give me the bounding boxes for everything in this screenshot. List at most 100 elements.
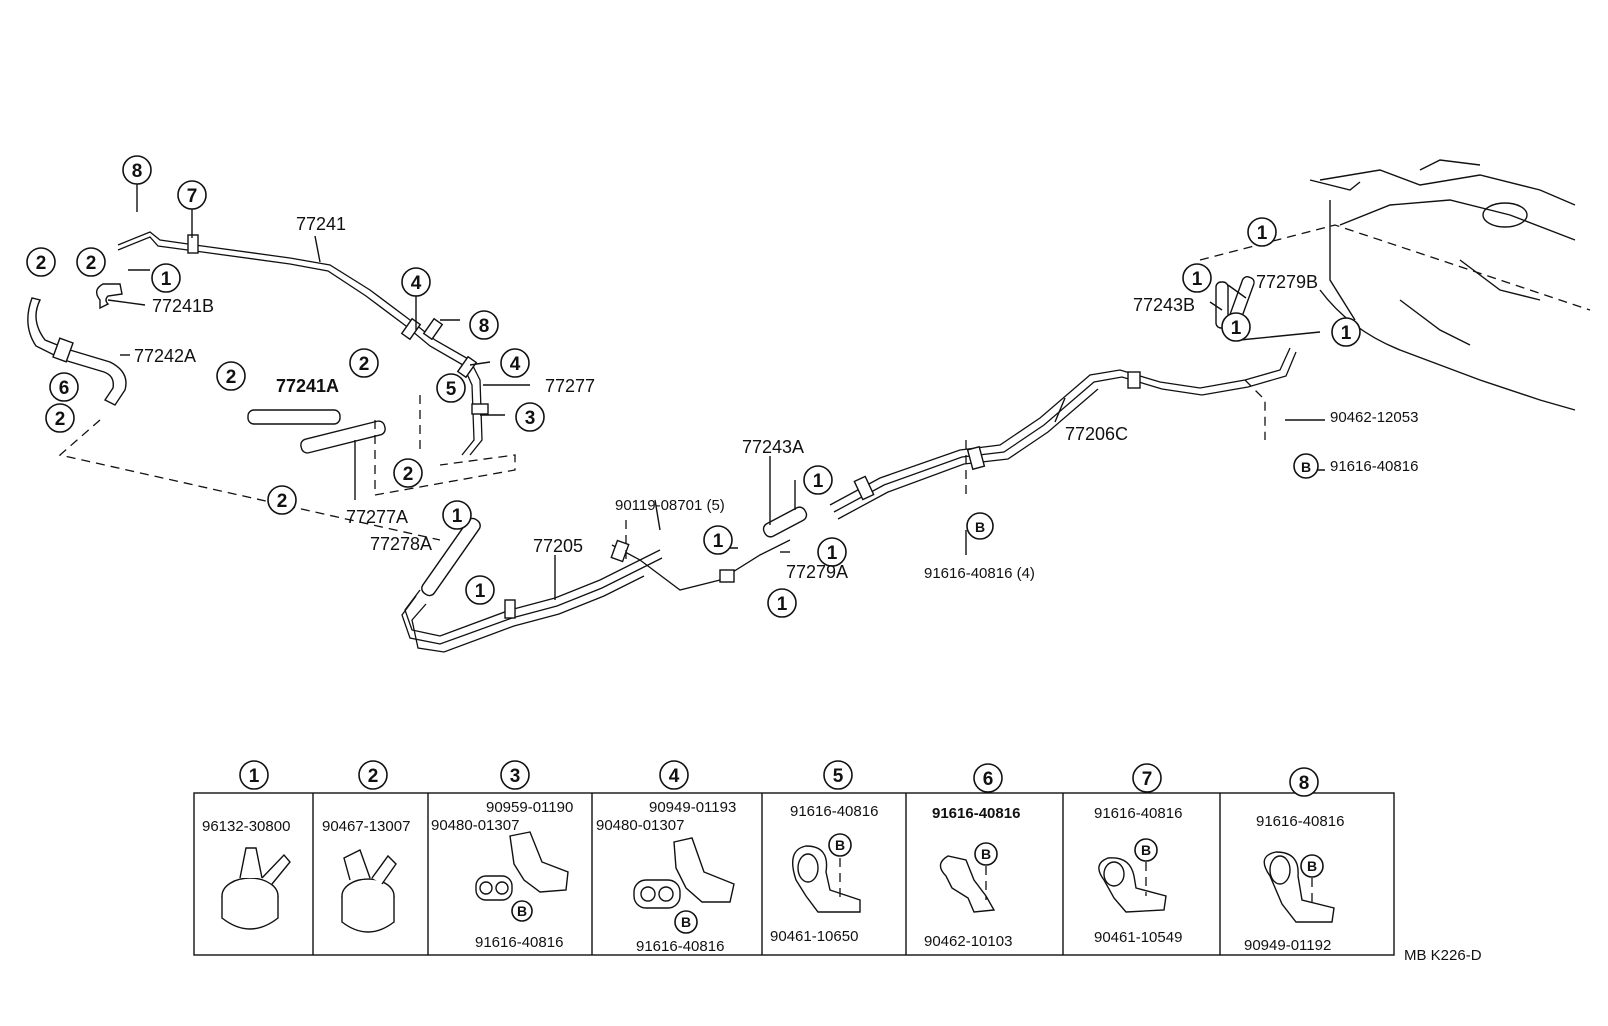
svg-text:5: 5 xyxy=(833,766,844,787)
label-77242a: 77242A xyxy=(134,346,196,366)
callout-1-k: 1 xyxy=(1331,317,1361,347)
svg-text:8: 8 xyxy=(132,161,143,182)
cell1-part: 96132-30800 xyxy=(202,818,290,835)
label-77205: 77205 xyxy=(533,536,583,556)
clamp-bracket-icon: B xyxy=(792,833,861,913)
svg-text:2: 2 xyxy=(55,409,66,430)
table-callout-8: 8 xyxy=(1289,767,1319,797)
svg-text:1: 1 xyxy=(452,506,463,527)
callout-7-top: 7 xyxy=(177,180,207,210)
svg-text:5: 5 xyxy=(446,379,457,400)
callout-2-e: 2 xyxy=(349,348,379,378)
svg-text:4: 4 xyxy=(411,273,422,294)
table-callout-2: 2 xyxy=(358,760,388,790)
cell8-part-b: 90949-01192 xyxy=(1244,937,1331,954)
svg-text:B: B xyxy=(517,903,527,919)
svg-text:1: 1 xyxy=(1192,269,1203,290)
label-77278a: 77278A xyxy=(370,534,432,554)
callout-1-c: 1 xyxy=(465,575,495,605)
svg-text:4: 4 xyxy=(669,766,680,787)
svg-text:B: B xyxy=(681,914,691,930)
callout-2-a: 2 xyxy=(26,247,56,277)
label-77241a: 77241A xyxy=(276,376,339,396)
svg-text:B: B xyxy=(975,519,985,535)
callout-b-right: B xyxy=(1293,453,1319,479)
svg-text:1: 1 xyxy=(1341,323,1352,344)
callout-1-a: 1 xyxy=(151,263,181,293)
label-77279a: 77279A xyxy=(786,562,848,582)
clamp-cushion-icon: B xyxy=(475,831,569,922)
hose-band-clip-icon xyxy=(341,849,397,933)
cell4-part-b: 90480-01307 xyxy=(596,817,684,834)
svg-text:B: B xyxy=(1301,459,1311,475)
svg-text:2: 2 xyxy=(86,253,97,274)
callout-1-j: 1 xyxy=(1221,312,1251,342)
callout-6: 6 xyxy=(49,372,79,402)
diagram-part-labels: 77241 77241B 77242A 77241A 77277 77277A … xyxy=(134,214,1418,582)
svg-text:B: B xyxy=(1141,842,1151,858)
svg-text:6: 6 xyxy=(59,378,70,399)
svg-text:2: 2 xyxy=(368,766,379,787)
callout-1-f: 1 xyxy=(817,537,847,567)
cell6-part-b: 90462-10103 xyxy=(924,933,1012,950)
callout-8-top: 8 xyxy=(122,155,152,185)
svg-text:2: 2 xyxy=(36,253,47,274)
label-77243b: 77243B xyxy=(1133,295,1195,315)
table-callout-7: 7 xyxy=(1132,763,1162,793)
svg-text:1: 1 xyxy=(475,581,486,602)
svg-text:7: 7 xyxy=(187,186,198,207)
callout-1-h: 1 xyxy=(1247,217,1277,247)
label-77241: 77241 xyxy=(296,214,346,234)
cell8-part-a: 91616-40816 xyxy=(1256,813,1344,830)
label-91616-40816: 91616-40816 xyxy=(1330,458,1418,475)
cell3-part-c: 91616-40816 xyxy=(475,934,563,951)
svg-text:8: 8 xyxy=(479,316,490,337)
callout-2-g: 2 xyxy=(393,458,423,488)
callout-2-d: 2 xyxy=(216,361,246,391)
label-77243a: 77243A xyxy=(742,437,804,457)
callout-5: 5 xyxy=(436,373,466,403)
svg-text:B: B xyxy=(835,837,845,853)
svg-text:1: 1 xyxy=(827,543,838,564)
diagram-callouts: 8 7 2 2 1 6 2 2 2 2 2 4 8 4 5 3 1 1 1 1 … xyxy=(26,155,1361,618)
svg-text:1: 1 xyxy=(161,269,172,290)
callout-b-mid: B xyxy=(966,512,994,540)
svg-text:1: 1 xyxy=(813,471,824,492)
parts-table: 1 2 3 4 5 6 7 8 96132-30800 90467-13007 … xyxy=(193,760,1395,956)
label-77279b: 77279B xyxy=(1256,272,1318,292)
left-hoses xyxy=(27,276,1255,597)
label-90119-08701: 90119-08701 (5) xyxy=(615,497,725,514)
cell3-part-a: 90959-01190 xyxy=(486,799,573,816)
callout-1-d: 1 xyxy=(703,525,733,555)
table-callout-1: 1 xyxy=(239,760,269,790)
label-77277a: 77277A xyxy=(346,507,408,527)
callout-2-b: 2 xyxy=(76,247,106,277)
cell7-part-a: 91616-40816 xyxy=(1094,805,1182,822)
label-91616-40816-x4: 91616-40816 (4) xyxy=(924,565,1035,582)
svg-text:6: 6 xyxy=(983,769,994,790)
callout-4-b: 4 xyxy=(500,348,530,378)
callout-8-b: 8 xyxy=(469,310,499,340)
clamp-cushion-icon: B xyxy=(633,837,735,934)
svg-text:8: 8 xyxy=(1299,773,1310,794)
cell4-part-c: 91616-40816 xyxy=(636,938,724,955)
callout-1-i: 1 xyxy=(1182,263,1212,293)
dashed-leaders xyxy=(58,224,1591,560)
svg-text:1: 1 xyxy=(777,594,788,615)
svg-text:2: 2 xyxy=(359,354,370,375)
cell2-part: 90467-13007 xyxy=(322,818,410,835)
callout-1-b: 1 xyxy=(442,500,472,530)
svg-text:1: 1 xyxy=(713,531,724,552)
table-callout-5: 5 xyxy=(823,760,853,790)
svg-text:B: B xyxy=(981,846,991,862)
label-77206c: 77206C xyxy=(1065,424,1128,444)
fuel-tank xyxy=(1309,159,1576,411)
cell7-part-b: 90461-10549 xyxy=(1094,929,1182,946)
svg-text:1: 1 xyxy=(1231,318,1242,339)
svg-text:B: B xyxy=(1307,858,1317,874)
callout-2-c: 2 xyxy=(45,403,75,433)
svg-text:3: 3 xyxy=(525,408,536,429)
clip-bracket-icon: B xyxy=(939,842,998,913)
callout-4-a: 4 xyxy=(401,267,431,297)
label-90462-12053: 90462-12053 xyxy=(1330,409,1418,426)
